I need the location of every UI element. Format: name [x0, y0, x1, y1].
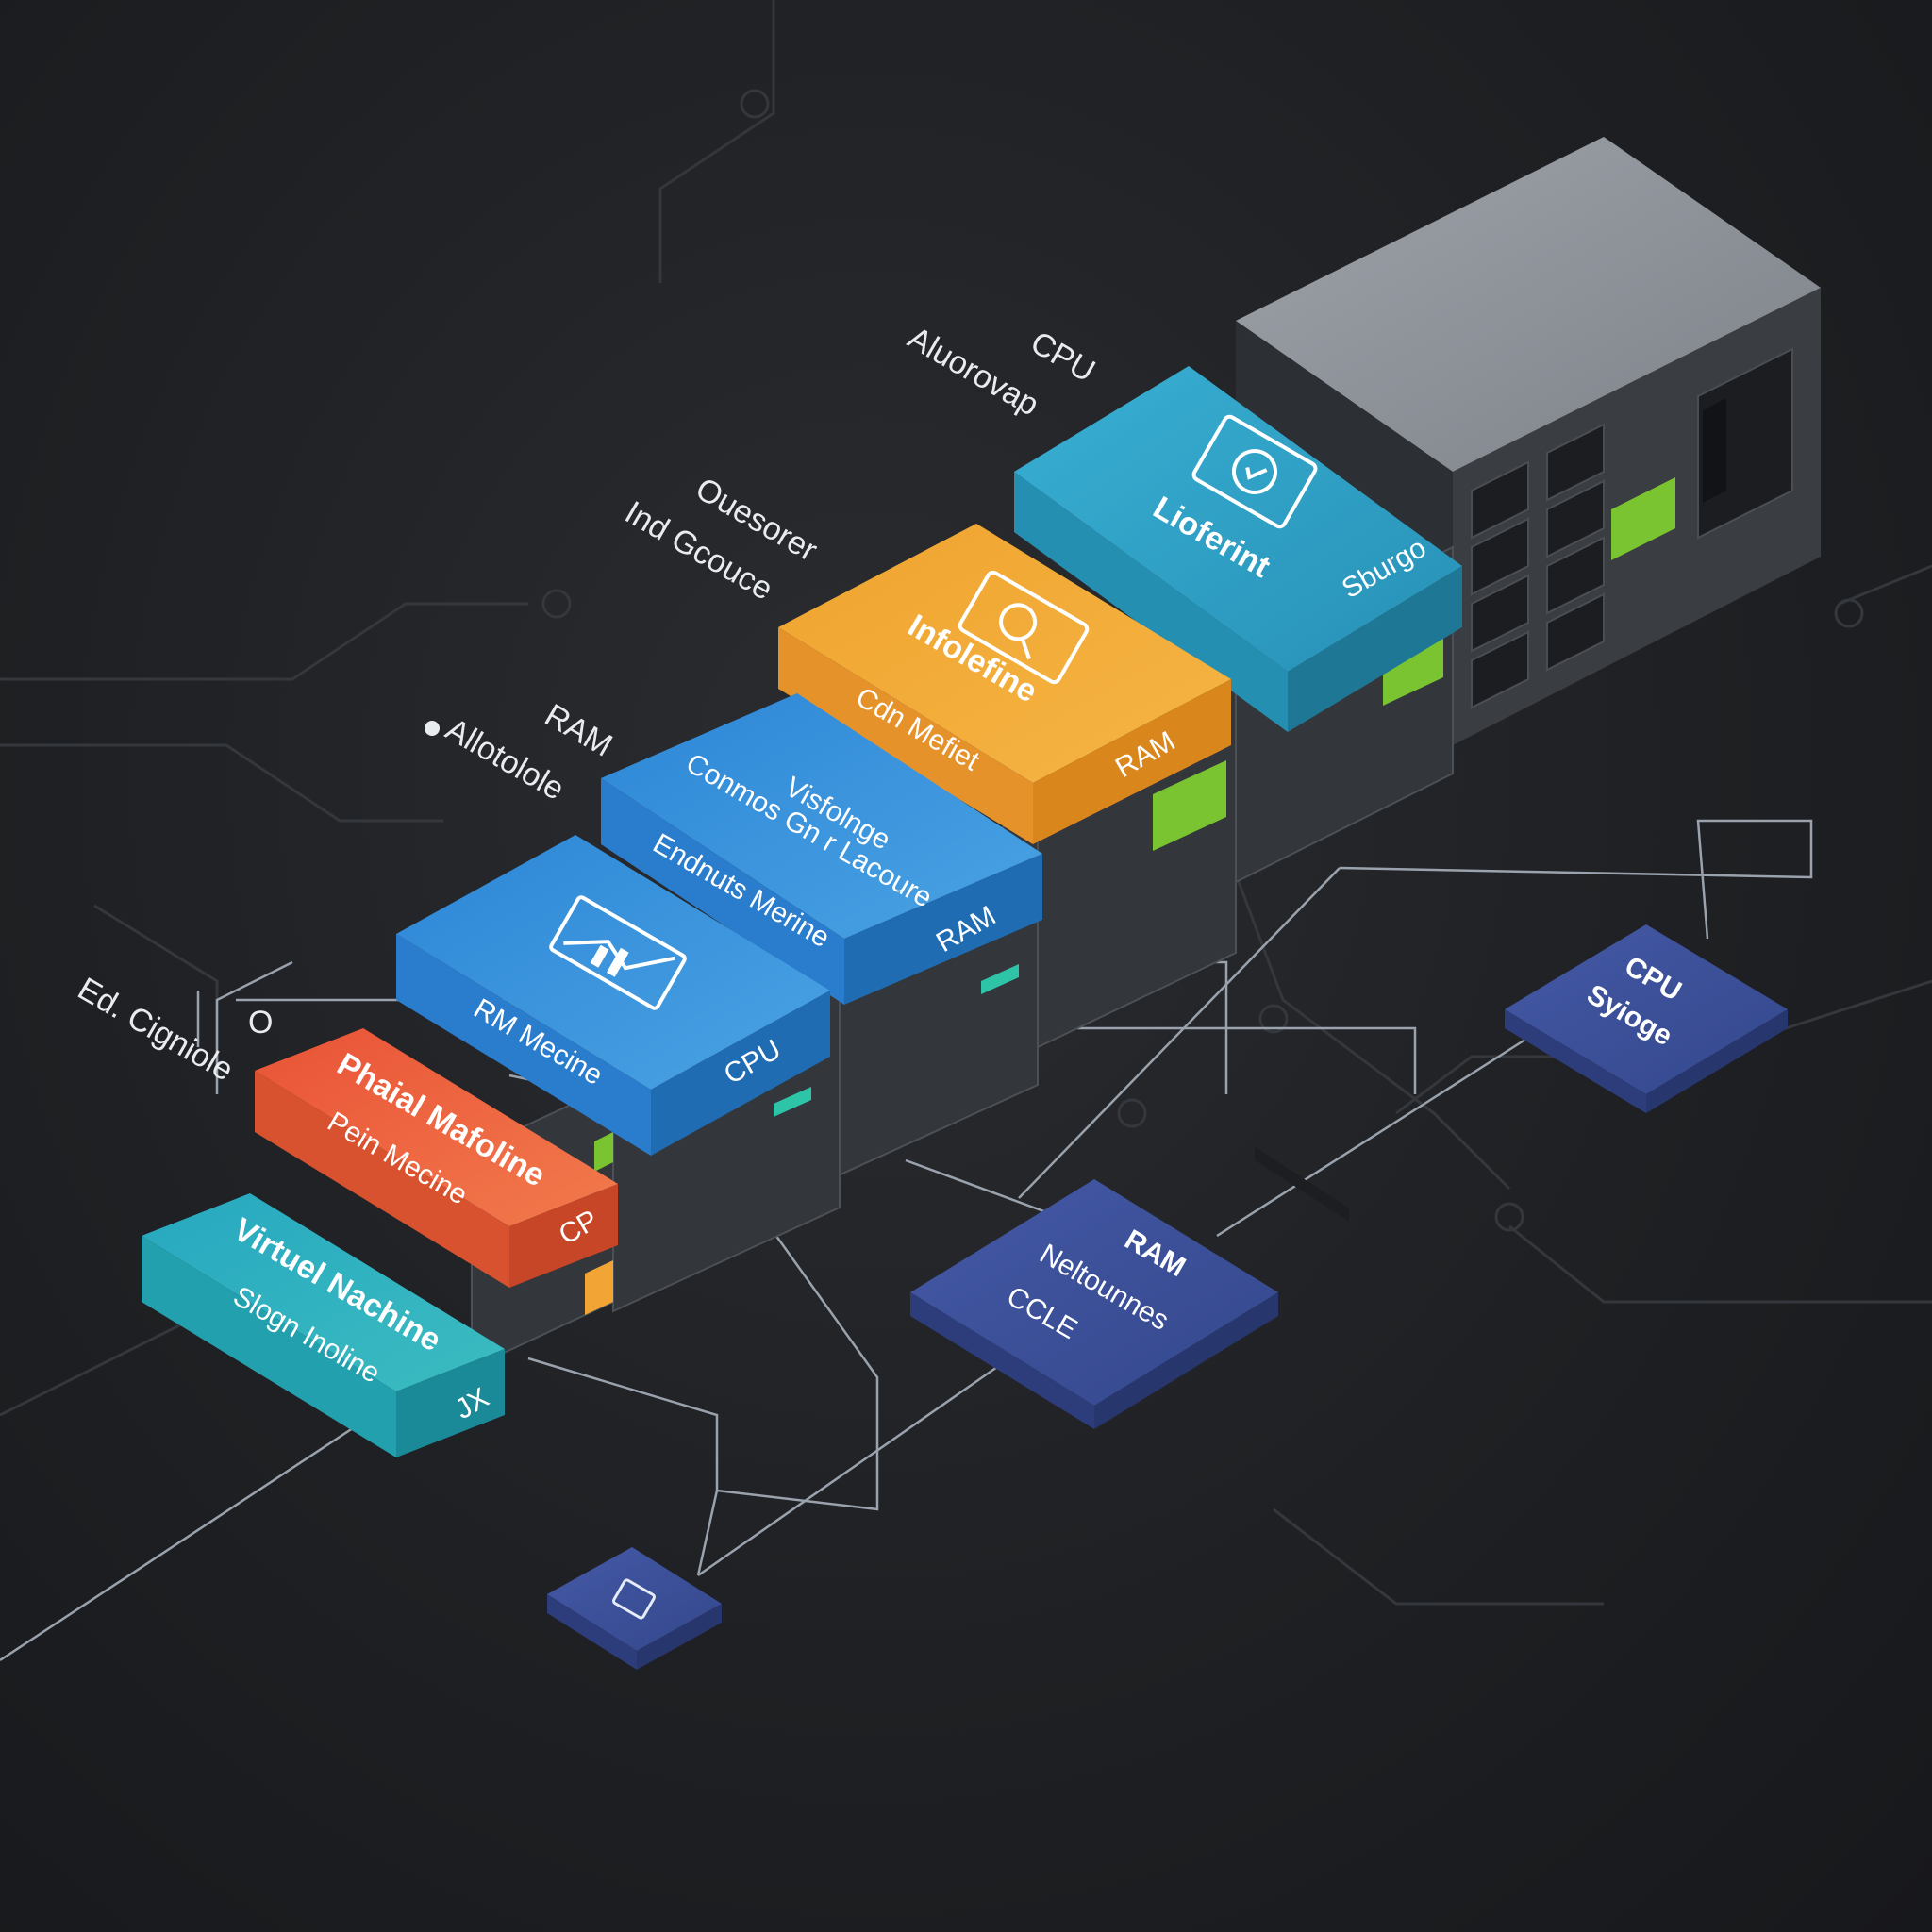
- label-o: O: [248, 1005, 273, 1041]
- block-cyan: Virtuel Nachine Slogn Inoline JX: [142, 1193, 505, 1457]
- block-orange: Infolefine Cdn Mefiet RAM: [778, 524, 1231, 844]
- server-search-icon: [958, 570, 1090, 685]
- label-ed-compute: Ed. Cigniole: [72, 971, 240, 1089]
- bullet-dot: [425, 721, 440, 736]
- monitor-check-icon: [1191, 414, 1318, 529]
- block-red: Phaial Mafoline Pein Mecine CP: [255, 1028, 618, 1288]
- block-blue-low: RM Mecine CPU: [396, 835, 830, 1156]
- block-teal-top: Lioferint Sburgo: [1014, 366, 1462, 732]
- tablet-icon: [612, 1578, 656, 1620]
- card-cpu-storage: CPU Syioge: [1505, 924, 1788, 1113]
- chart-monitor-icon: [549, 895, 687, 1010]
- block-blue-mid: Visfolnge Conmos Gn r Lacoure Endnuts Me…: [601, 693, 1042, 1005]
- card-small: [547, 1547, 722, 1670]
- card-ram: RAM Neltounnes CCLE: [910, 1179, 1278, 1429]
- label-allocation: Aluorovap: [902, 320, 1045, 423]
- label-cpu: CPU: [1024, 325, 1101, 390]
- label-ram: RAM: [539, 697, 618, 764]
- background-circuit-lines: [0, 0, 1932, 1606]
